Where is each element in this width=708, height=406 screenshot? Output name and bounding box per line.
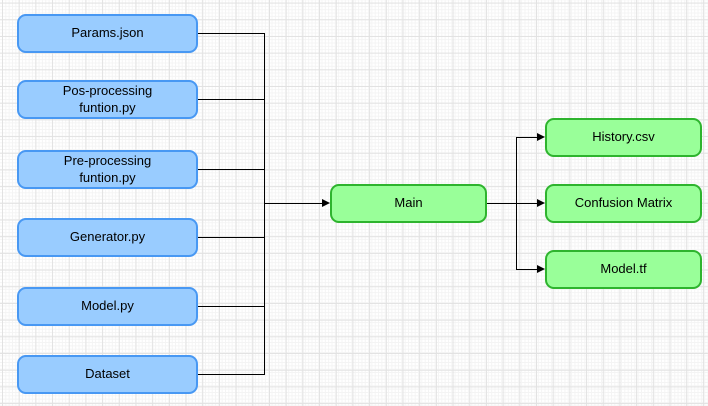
node-model-py-label: Model.py — [81, 298, 134, 314]
node-pos-processing-label: Pos-processing funtion.py — [62, 83, 153, 115]
node-confusion-matrix[interactable]: Confusion Matrix — [545, 184, 702, 223]
node-history-csv-label: History.csv — [592, 129, 655, 145]
arrowhead-confusion — [537, 199, 545, 207]
node-model-py[interactable]: Model.py — [17, 287, 198, 326]
node-pre-processing[interactable]: Pre-processing funtion.py — [17, 150, 198, 189]
node-main[interactable]: Main — [330, 184, 487, 223]
edge-preproc-to-bus — [198, 169, 264, 170]
node-confusion-matrix-label: Confusion Matrix — [574, 195, 673, 211]
node-dataset[interactable]: Dataset — [17, 355, 198, 394]
node-params-json[interactable]: Params.json — [17, 14, 198, 53]
edge-bus-to-main — [264, 203, 322, 204]
edge-bus-to-model-tf — [516, 269, 537, 270]
arrowhead-history — [537, 133, 545, 141]
edge-input-bus — [264, 33, 265, 375]
node-dataset-label: Dataset — [85, 366, 130, 382]
edge-generator-to-bus — [198, 237, 264, 238]
edge-bus-to-history — [516, 137, 537, 138]
node-history-csv[interactable]: History.csv — [545, 118, 702, 157]
node-model-tf[interactable]: Model.tf — [545, 250, 702, 289]
node-generator[interactable]: Generator.py — [17, 218, 198, 257]
node-params-json-label: Params.json — [71, 25, 144, 41]
edge-posproc-to-bus — [198, 99, 264, 100]
edge-model-py-to-bus — [198, 306, 264, 307]
node-model-tf-label: Model.tf — [600, 261, 647, 277]
node-main-label: Main — [394, 195, 423, 211]
edge-dataset-to-bus — [198, 374, 264, 375]
edge-main-to-bus — [487, 203, 516, 204]
edge-params-to-bus — [198, 33, 264, 34]
node-generator-label: Generator.py — [69, 229, 146, 245]
node-pre-processing-label: Pre-processing funtion.py — [63, 153, 152, 185]
node-pos-processing[interactable]: Pos-processing funtion.py — [17, 80, 198, 119]
arrowhead-main — [322, 199, 330, 207]
edge-bus-to-confusion — [516, 203, 537, 204]
arrowhead-model-tf — [537, 265, 545, 273]
